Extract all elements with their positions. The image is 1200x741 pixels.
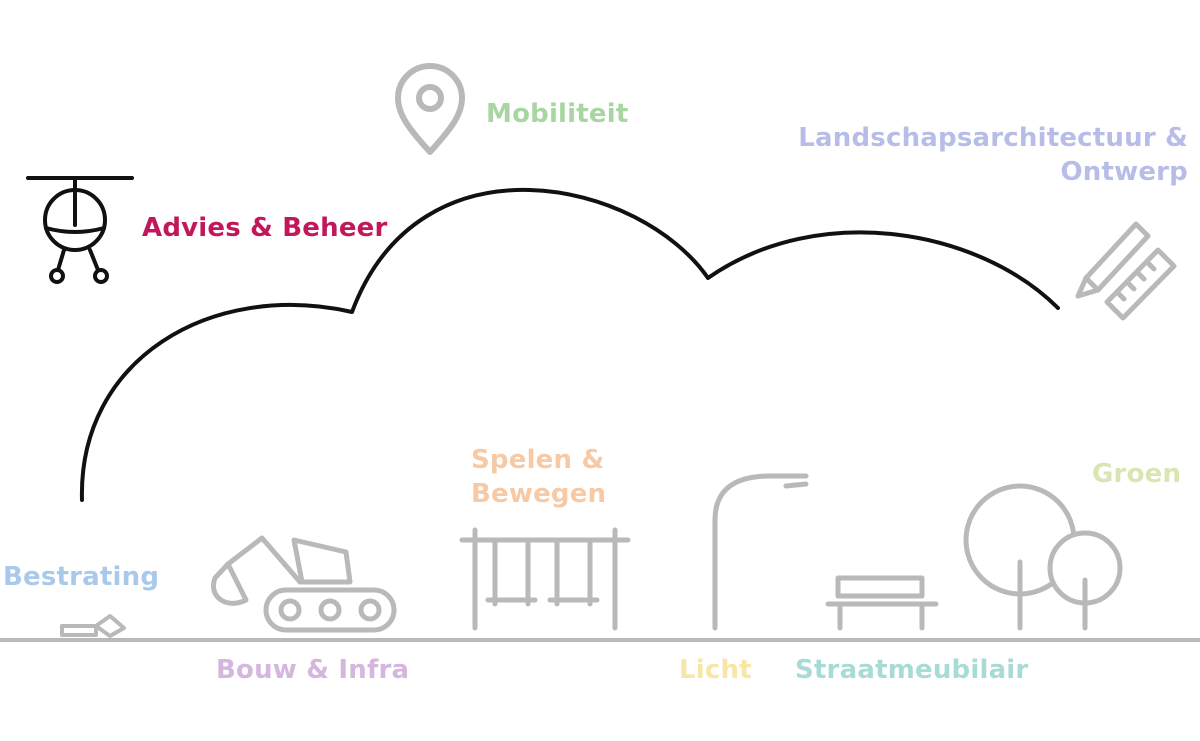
label-mobiliteit[interactable]: Mobiliteit — [486, 99, 629, 129]
label-spelen-bewegen[interactable]: Spelen & Bewegen — [471, 443, 606, 511]
label-landschap-line2: Ontwerp — [1060, 157, 1188, 187]
label-advies-beheer[interactable]: Advies & Beheer — [142, 213, 388, 243]
label-landschap[interactable]: Landschapsarchitectuur & Ontwerp — [798, 121, 1188, 189]
street-lamp-icon[interactable] — [712, 473, 809, 631]
helicopter-icon[interactable] — [26, 176, 134, 284]
excavator-icon[interactable] — [211, 535, 397, 633]
label-bouw-infra[interactable]: Bouw & Infra — [216, 655, 410, 685]
map-pin-icon[interactable] — [395, 63, 465, 155]
bench-icon[interactable] — [825, 575, 939, 631]
swing-set-icon[interactable] — [459, 527, 631, 631]
label-licht[interactable]: Licht — [679, 655, 752, 685]
label-bestrating[interactable]: Bestrating — [3, 562, 160, 592]
pencil-ruler-icon[interactable] — [1075, 221, 1177, 321]
paving-stone-icon[interactable] — [60, 614, 126, 638]
label-spelen-line1: Spelen & — [471, 445, 605, 475]
label-groen[interactable]: Groen — [1092, 459, 1182, 489]
label-spelen-line2: Bewegen — [471, 479, 607, 509]
cloud-outline — [79, 188, 1060, 502]
label-landschap-line1: Landschapsarchitectuur & — [798, 123, 1188, 153]
label-straatmeubilair[interactable]: Straatmeubilair — [795, 655, 1029, 685]
trees-icon[interactable] — [963, 483, 1123, 631]
